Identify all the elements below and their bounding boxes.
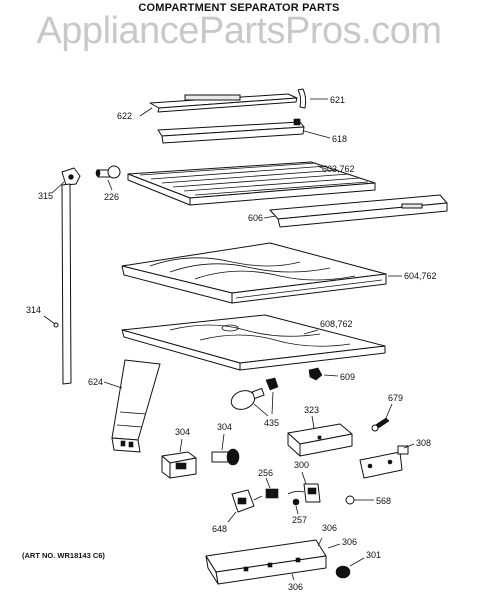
leader-301 [349, 557, 365, 567]
part-308-bracket[interactable] [359, 445, 409, 479]
part-622-cover[interactable] [149, 93, 298, 113]
callout-648: 648 [212, 524, 227, 534]
callout-679: 679 [388, 393, 403, 403]
leader-314 [43, 315, 56, 325]
leader-435a [253, 403, 269, 417]
lower-pan-ribs [169, 324, 351, 347]
callout-256: 256 [258, 468, 273, 478]
part-315-bracket[interactable] [61, 167, 81, 186]
callout-622: 622 [117, 111, 132, 121]
watermark: AppliancePartsPros.com [36, 10, 442, 52]
callout-435: 435 [264, 418, 279, 428]
leader-304a [179, 438, 183, 453]
part-314-rod[interactable] [53, 183, 72, 385]
callout-301: 301 [366, 550, 381, 560]
callout-323: 323 [304, 405, 319, 415]
part-300-switch[interactable] [287, 483, 321, 503]
leader-256 [265, 477, 271, 489]
callout-606: 606 [248, 213, 263, 223]
page-title: COMPARTMENT SEPARATOR PARTS [138, 2, 340, 14]
leader-226 [107, 179, 113, 191]
leader-257 [295, 505, 299, 515]
leader-618 [303, 130, 331, 139]
callout-226: 226 [104, 192, 119, 202]
part-679-screw[interactable] [371, 417, 390, 432]
callout-568: 568 [376, 496, 391, 506]
callout-314: 314 [26, 305, 41, 315]
callout-621: 621 [330, 95, 345, 105]
leader-300 [301, 471, 307, 485]
leader-306c [291, 573, 295, 581]
leader-606 [263, 215, 277, 219]
part-257-connector[interactable] [292, 498, 300, 506]
shelf-grille-lines [139, 162, 369, 196]
part-304-knob[interactable] [211, 448, 240, 466]
callout-315: 315 [38, 191, 53, 201]
callout-306b: 306 [342, 537, 357, 547]
callout-603: 603,762 [322, 164, 355, 174]
callout-608: 608,762 [320, 319, 353, 329]
pan-ribs [149, 257, 383, 299]
callout-609: 609 [340, 372, 355, 382]
callout-306a: 306 [322, 523, 337, 533]
part-609-clip[interactable] [308, 367, 323, 381]
callout-618: 618 [332, 134, 347, 144]
callout-306c: 306 [288, 582, 303, 592]
part-648-damper[interactable] [231, 489, 263, 513]
leader-648 [227, 511, 237, 523]
part-306-bracket-assembly[interactable] [205, 539, 327, 585]
callout-304a: 304 [175, 427, 190, 437]
callout-308: 308 [416, 438, 431, 448]
part-226-hinge-pin[interactable] [95, 165, 121, 179]
callout-300: 300 [294, 460, 309, 470]
part-304-control-block[interactable] [161, 451, 197, 479]
part-606-trim[interactable] [269, 194, 448, 228]
callout-604: 604,762 [404, 271, 437, 281]
part-256-switch[interactable] [265, 488, 279, 499]
leader-323 [311, 415, 315, 429]
part-568-screw[interactable] [345, 495, 364, 505]
callout-257: 257 [292, 515, 307, 525]
part-323-light-housing[interactable] [287, 423, 353, 457]
leader-679 [385, 403, 393, 419]
part-603-grille-shelf[interactable] [127, 161, 376, 206]
leader-315 [51, 181, 65, 194]
part-301-knob[interactable] [335, 565, 351, 579]
part-604-upper-pan[interactable] [121, 242, 387, 304]
part-435-light-bulb[interactable] [229, 377, 279, 413]
leader-608 [303, 329, 319, 335]
leader-624 [103, 381, 123, 389]
leader-609 [323, 374, 339, 377]
part-624-channel[interactable] [111, 359, 161, 453]
callout-304b: 304 [217, 422, 232, 432]
leader-603 [317, 165, 323, 169]
leader-622 [139, 107, 153, 117]
part-608-lower-pan[interactable] [121, 314, 386, 371]
leader-306a [317, 537, 323, 547]
leader-308 [403, 443, 415, 449]
part-621-clip[interactable] [297, 88, 307, 109]
callout-624: 624 [88, 377, 103, 387]
leader-306b [327, 543, 341, 549]
leader-304b [221, 433, 225, 451]
leader-435b [271, 391, 274, 415]
art-number: (ART NO. WR18143 C6) [22, 551, 105, 560]
part-618-rail[interactable] [157, 118, 305, 144]
